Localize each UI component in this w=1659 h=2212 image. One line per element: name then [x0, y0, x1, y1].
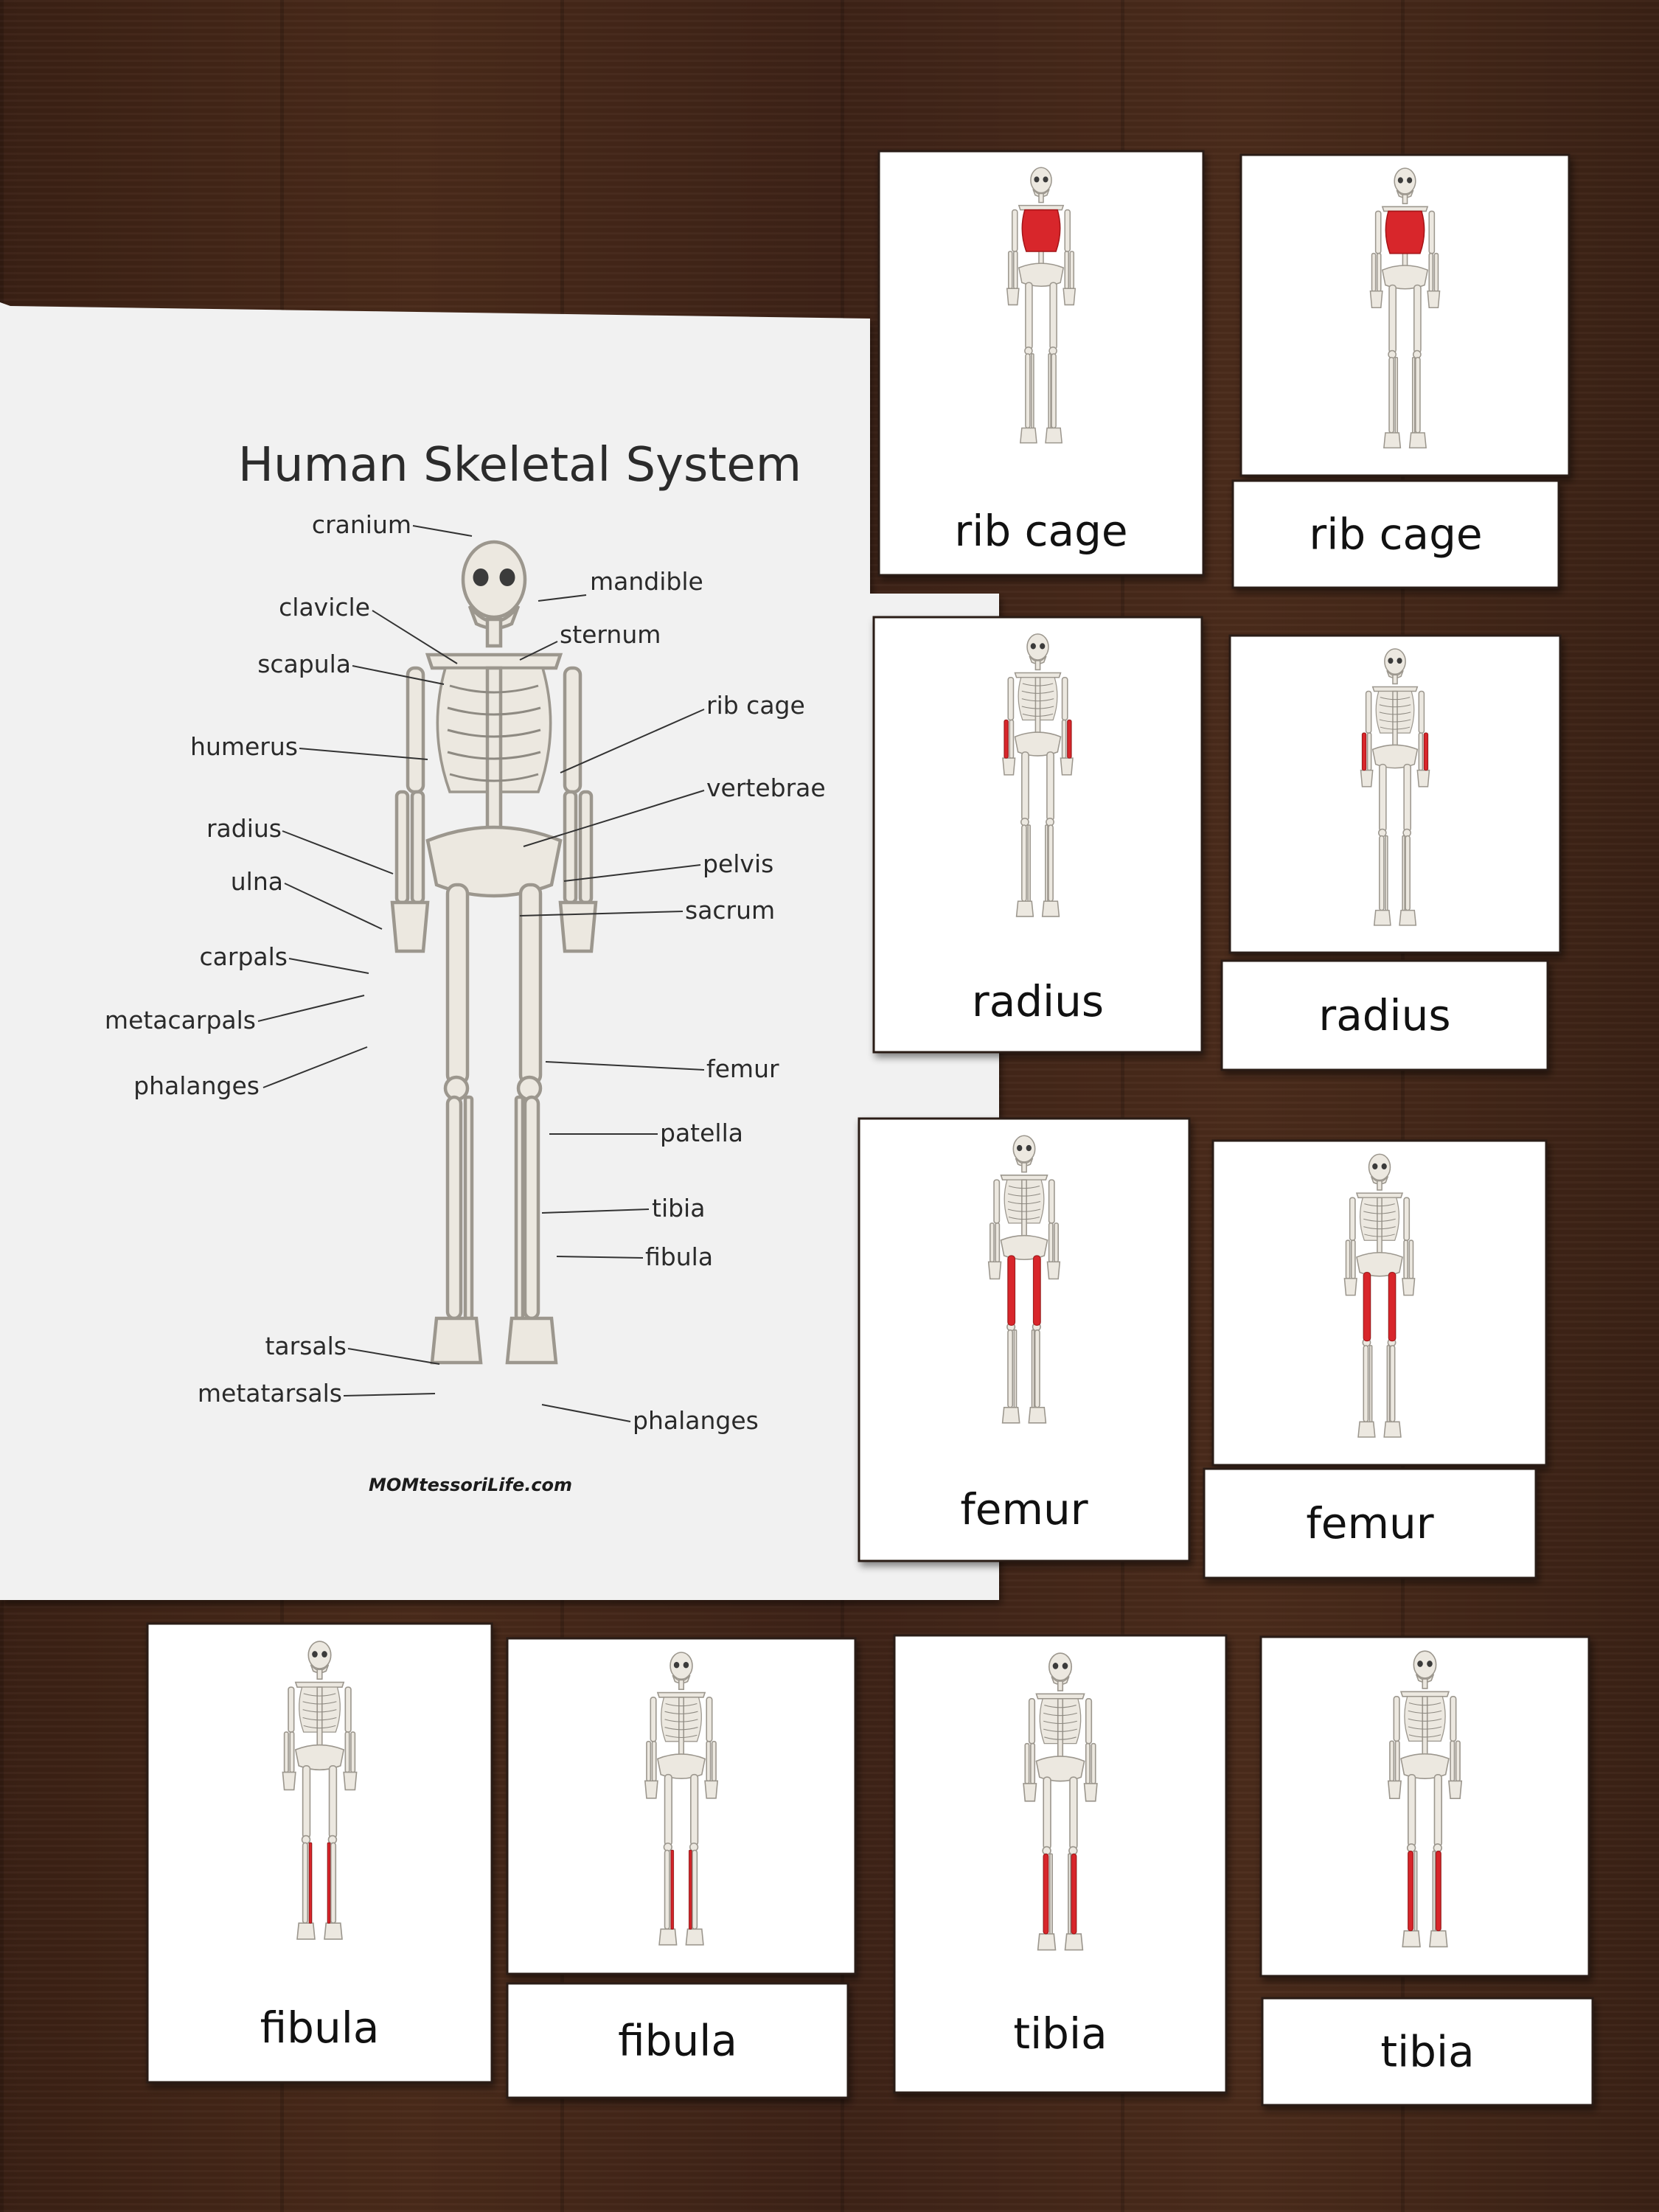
label-card-word: femur	[1306, 1498, 1433, 1548]
labels-right: mandible sternum rib cage vertebrae pelv…	[560, 567, 826, 1435]
card-word: radius	[972, 976, 1104, 1026]
label-femur: femur	[706, 1054, 779, 1083]
card-5[interactable]: femur	[1203, 1139, 1548, 1579]
skeleton-poster: Human Skeletal System	[0, 302, 999, 1600]
leader-sternum	[519, 641, 558, 661]
label-card-word: fibula	[618, 2016, 737, 2066]
label-card-word: radius	[1318, 990, 1450, 1040]
leader-tarsals	[347, 1348, 440, 1365]
leader-tibia	[541, 1208, 650, 1214]
poster-title: Human Skeletal System	[238, 438, 801, 493]
leader-fibula	[556, 1256, 644, 1259]
card-6[interactable]: fibula	[146, 1622, 493, 2084]
label-pelvis: pelvis	[703, 849, 773, 878]
label-clavicle: clavicle	[279, 593, 370, 622]
highlight-ribcage	[1385, 210, 1425, 254]
leader-femur	[545, 1061, 705, 1071]
label-phalanges-hand: phalanges	[133, 1071, 260, 1100]
card-word: rib cage	[954, 506, 1127, 556]
leader-sacrum	[519, 911, 684, 917]
label-ribcage: rib cage	[706, 691, 805, 720]
label-cranium: cranium	[312, 510, 411, 539]
highlight-tibia	[1043, 1853, 1077, 1935]
label-vertebrae: vertebrae	[706, 773, 826, 802]
label-sternum: sternum	[560, 620, 661, 649]
card-word: fibula	[260, 2003, 380, 2053]
highlight-femur	[1007, 1255, 1041, 1326]
highlight-femur	[1363, 1272, 1397, 1342]
leader-carpals	[288, 958, 369, 974]
leader-lines	[257, 525, 705, 1422]
label-card-paper	[1231, 479, 1560, 589]
label-humerus: humerus	[190, 732, 298, 761]
leader-pelvis	[563, 864, 701, 882]
label-sacrum: sacrum	[685, 896, 775, 925]
label-carpals: carpals	[200, 942, 288, 971]
highlight-radius	[1004, 720, 1072, 759]
label-card-paper	[506, 1982, 849, 2099]
leader-metacarpals	[257, 995, 365, 1022]
label-patella: patella	[660, 1119, 743, 1147]
label-mandible: mandible	[590, 567, 703, 596]
label-tibia: tibia	[652, 1194, 705, 1222]
leader-phalanges-foot	[541, 1404, 631, 1422]
label-card-word: rib cage	[1309, 509, 1482, 560]
leader-humerus	[299, 748, 428, 760]
label-card-paper	[1261, 1997, 1594, 2107]
leader-scapula	[352, 665, 445, 685]
highlight-ribcage	[1021, 209, 1061, 252]
card-4[interactable]: femur	[858, 1117, 1191, 1562]
card-word: femur	[960, 1484, 1088, 1534]
card-8[interactable]: tibia	[893, 1634, 1228, 2094]
leader-metatarsals	[343, 1393, 436, 1397]
leader-vertebrae	[523, 790, 705, 847]
highlight-fibula	[308, 1842, 331, 1924]
leader-cranium	[412, 525, 473, 537]
poster-credit: MOMtessoriLife.com	[369, 1475, 572, 1495]
labels-left: cranium clavicle scapula humerus radius …	[105, 510, 411, 1408]
label-card-paper	[1220, 959, 1549, 1071]
card-9[interactable]: tibia	[1259, 1635, 1594, 2107]
label-phalanges-foot: phalanges	[633, 1406, 759, 1435]
card-1[interactable]: rib cage	[1231, 153, 1571, 589]
highlight-tibia	[1408, 1850, 1441, 1932]
leader-phalanges-hand	[262, 1046, 368, 1088]
card-2[interactable]: radius	[872, 616, 1203, 1054]
label-scapula: scapula	[257, 650, 351, 678]
card-7[interactable]: fibula	[506, 1637, 857, 2099]
leader-ulna	[284, 883, 383, 930]
highlight-radius	[1362, 732, 1428, 771]
label-card-paper	[1203, 1467, 1537, 1579]
leader-radius	[282, 830, 394, 874]
card-3[interactable]: radius	[1220, 634, 1562, 1071]
label-card-word: tibia	[1380, 2027, 1474, 2077]
leader-ribcage	[560, 709, 705, 773]
poster-paper	[0, 302, 999, 1600]
label-tarsals: tarsals	[265, 1332, 347, 1360]
label-radius: radius	[206, 814, 282, 843]
label-fibula: fibula	[645, 1242, 713, 1271]
highlight-fibula	[670, 1849, 692, 1930]
leader-mandible	[538, 594, 587, 602]
card-0[interactable]: rib cage	[877, 150, 1205, 577]
card-word: tibia	[1013, 2008, 1107, 2059]
label-ulna: ulna	[231, 867, 283, 896]
nomenclature-cards: rib cage rib cage radius radius femur fe…	[146, 150, 1594, 2107]
label-metatarsals: metatarsals	[198, 1379, 342, 1408]
label-metacarpals: metacarpals	[105, 1006, 256, 1034]
leader-clavicle	[372, 610, 458, 664]
